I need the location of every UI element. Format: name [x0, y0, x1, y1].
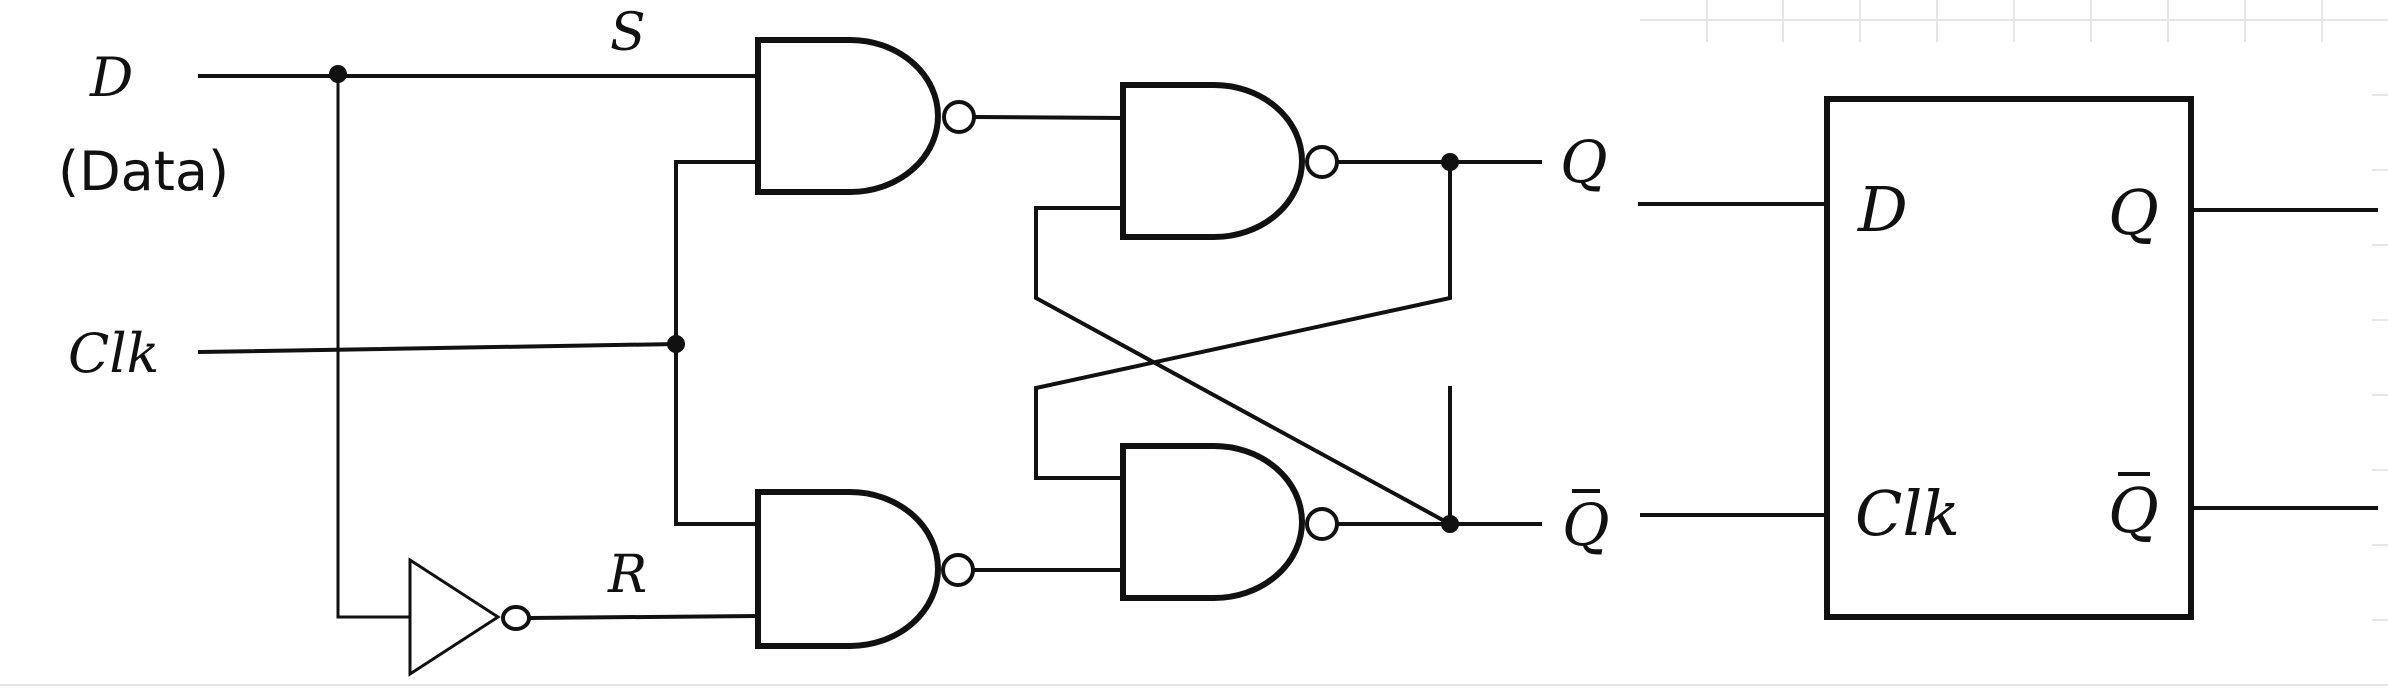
input-d-label: D — [89, 46, 133, 109]
wire-feedback-to-q-gate — [1034, 206, 1453, 527]
signal-s-label: S — [610, 3, 646, 63]
block-q-pin-label: Q — [2108, 176, 2159, 249]
wire-clk-input — [197, 341, 679, 355]
nand-gate-q — [1120, 82, 1305, 240]
nand-gate-s-bubble — [942, 100, 976, 134]
input-d-sublabel: (Data) — [58, 140, 229, 203]
inverter-bubble — [501, 605, 531, 631]
nand-gate-qbar — [1120, 443, 1305, 601]
block-qbar-pin-label: Q — [2108, 474, 2159, 547]
nand-gate-q-bubble — [1305, 145, 1339, 179]
input-clk-label: Clk — [68, 322, 159, 385]
wire-clk-branch — [674, 160, 758, 526]
latch-block-symbol — [1824, 96, 2194, 620]
nand-gate-qbar-bubble — [1305, 507, 1339, 541]
output-q-label: Q — [1560, 128, 1608, 196]
signal-r-label: R — [607, 545, 647, 605]
wire-d-to-inverter — [336, 74, 410, 619]
wire-feedback-to-qbar-gate — [1034, 160, 1452, 480]
inverter-gate — [408, 557, 501, 677]
nand-gate-s — [755, 37, 941, 195]
block-clk-pin-label: Clk — [1855, 477, 1960, 550]
nand-gate-r-bubble — [941, 553, 975, 587]
wire-s — [971, 114, 1125, 121]
wire-inverter-to-nand2 — [527, 613, 759, 621]
output-qbar-label: Q — [1562, 491, 1610, 559]
nand-gate-r — [755, 489, 941, 649]
block-d-pin-label: D — [1857, 173, 1908, 246]
